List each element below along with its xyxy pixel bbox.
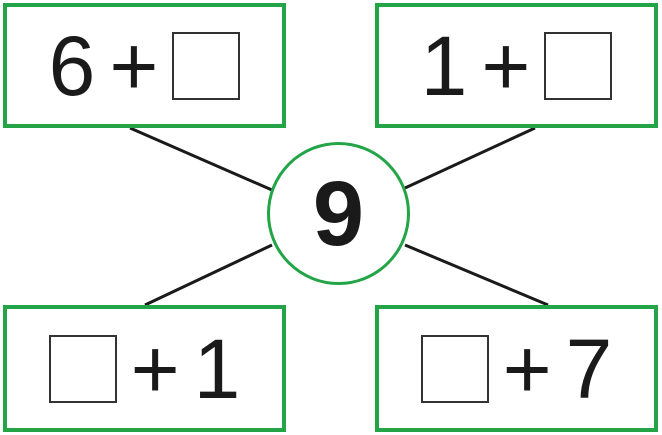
connector-top-left [129,126,273,192]
addend-number: 1 [420,18,468,113]
plus-operator: + [502,321,552,416]
answer-blank[interactable] [48,334,117,403]
addend-number: 7 [565,321,613,416]
addend-number: 1 [193,321,241,416]
expression-box-bottom-right: + 7 [375,305,658,432]
addend-number: 6 [48,18,96,113]
expression-box-top-right: 1 + [375,3,658,128]
answer-blank[interactable] [172,31,241,100]
expression-box-bottom-left: + 1 [3,305,286,432]
connector-top-right [404,126,536,190]
plus-operator: + [109,18,159,113]
plus-operator: + [130,321,180,416]
connector-bottom-left [144,243,273,307]
connector-bottom-right [404,243,549,307]
center-sum-number: 9 [312,162,365,265]
plus-operator: + [481,18,531,113]
expression-box-top-left: 6 + [3,3,286,128]
center-sum-circle: 9 [267,142,410,285]
answer-blank[interactable] [544,31,613,100]
answer-blank[interactable] [420,334,489,403]
